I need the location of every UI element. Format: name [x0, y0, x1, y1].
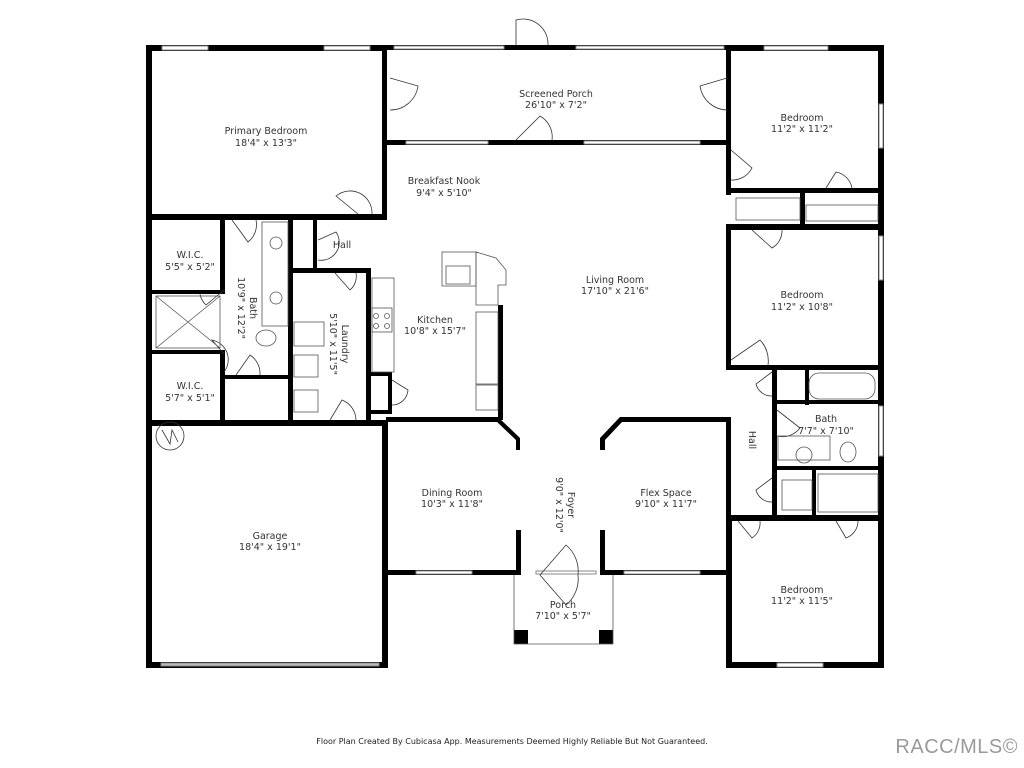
kitchen-dims: 10'8" x 15'7" — [404, 326, 466, 337]
wic-upper-name: W.I.C. — [177, 250, 204, 261]
dining-room-dims: 10'3" x 11'8" — [421, 499, 483, 510]
wic-lower-dims: 5'7" x 5'1" — [165, 393, 215, 404]
bath-primary-name: Bath — [247, 297, 258, 319]
room-labels: Primary Bedroom 18'4" x 13'3" Screened P… — [165, 89, 854, 622]
flex-space-name: Flex Space — [640, 488, 692, 499]
disclaimer-text: Floor Plan Created By Cubicasa App. Meas… — [316, 737, 708, 746]
bath-e-name: Bath — [815, 414, 837, 425]
hall-e-name: Hall — [746, 431, 757, 449]
living-room-name: Living Room — [586, 275, 644, 286]
windows — [160, 45, 884, 668]
bedroom-e-dims: 11'2" x 10'8" — [771, 302, 833, 313]
garage-name: Garage — [253, 531, 288, 542]
bedroom-se-name: Bedroom — [781, 585, 824, 596]
bedroom-ne-name: Bedroom — [781, 113, 824, 124]
flex-space-dims: 9'10" x 11'7" — [635, 499, 697, 510]
wic-lower-name: W.I.C. — [177, 381, 204, 392]
kitchen-name: Kitchen — [417, 315, 453, 326]
foyer-name: Foyer — [565, 492, 576, 518]
laundry-dims: 5'10" x 11'5" — [327, 313, 338, 375]
porch-dims: 7'10" x 5'7" — [535, 611, 591, 622]
screened-porch-name: Screened Porch — [519, 89, 593, 100]
laundry-name: Laundry — [339, 325, 350, 364]
watermark: RACC/MLS© — [895, 736, 1018, 758]
doors — [155, 18, 859, 606]
hall-w-name: Hall — [333, 240, 351, 251]
primary-bedroom-dims: 18'4" x 13'3" — [235, 138, 297, 149]
garage-dims: 18'4" x 19'1" — [239, 542, 301, 553]
bath-primary-dims: 10'9" x 12'2" — [235, 277, 246, 339]
screened-porch-dims: 26'10" x 7'2" — [525, 100, 587, 111]
breakfast-nook-name: Breakfast Nook — [408, 176, 481, 187]
porch-name: Porch — [550, 600, 576, 611]
bedroom-se-dims: 11'2" x 11'5" — [771, 596, 833, 607]
breakfast-nook-dims: 9'4" x 5'10" — [416, 188, 472, 199]
wic-upper-dims: 5'5" x 5'2" — [165, 262, 215, 273]
bedroom-e-name: Bedroom — [781, 290, 824, 301]
foyer-dims: 9'0" x 12'0" — [553, 477, 564, 533]
bath-e-dims: 7'7" x 7'10" — [798, 426, 854, 437]
porch-outline — [513, 575, 614, 645]
bedroom-ne-dims: 11'2" x 11'2" — [771, 124, 833, 135]
fixtures — [155, 197, 879, 513]
living-room-dims: 17'10" x 21'6" — [581, 286, 649, 297]
dining-room-name: Dining Room — [422, 488, 483, 499]
primary-bedroom-name: Primary Bedroom — [225, 126, 308, 137]
